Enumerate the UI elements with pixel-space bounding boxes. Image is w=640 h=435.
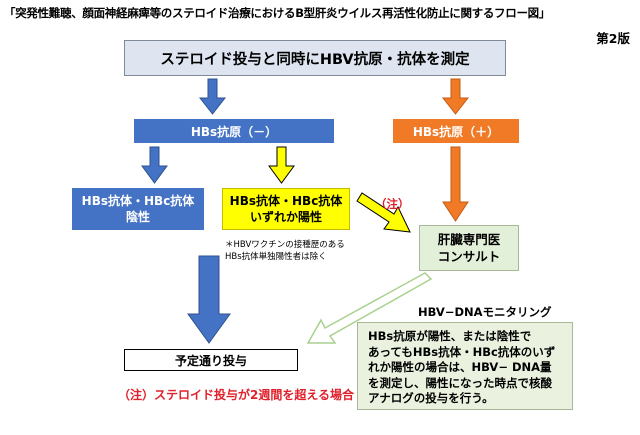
arrow-positive-antibody-to-consult bbox=[356, 192, 411, 233]
antibody-positive-line1: HBs抗体・HBc抗体 bbox=[229, 194, 343, 208]
hbs-antigen-negative-node: HBs抗原（－） bbox=[134, 119, 334, 143]
measure-hbv-node: ステロイド投与と同時にHBV抗原・抗体を測定 bbox=[124, 40, 506, 76]
antibody-negative-node: HBs抗体・HBc抗体 陰性 bbox=[72, 188, 204, 230]
arrow-to-negative-antibody bbox=[141, 146, 168, 184]
dna-monitoring-box: HBs抗原が陽性、または陰性で あってもHBs抗体・HBc抗体のいず れか陽性の… bbox=[357, 322, 573, 410]
note-tag: （注） bbox=[375, 197, 410, 211]
antibody-positive-node: HBs抗体・HBc抗体 いずれか陽性 bbox=[222, 188, 350, 230]
dna-line-3: れか陽性の場合は、HBV− DNA量 bbox=[368, 360, 552, 374]
page-title: 「突発性難聴、顔面神経麻痺等のステロイド治療におけるB型肝炎ウイルス再活性化防止… bbox=[4, 6, 551, 20]
consult-line2: コンサルト bbox=[437, 249, 501, 264]
dna-line-1: HBs抗原が陽性、または陰性で bbox=[368, 329, 532, 343]
vaccine-note-line2: HBs抗体単独陽性者は除く bbox=[225, 252, 327, 262]
scheduled-administration-node: 予定通り投与 bbox=[124, 349, 298, 371]
dna-line-4: を測定し、陽性になった時点で核酸 bbox=[368, 375, 552, 390]
consult-line1: 肝臓専門医 bbox=[437, 232, 501, 247]
dna-line-2: あってもHBs抗体・HBc抗体のいず bbox=[368, 344, 556, 359]
arrow-to-positive-antibody bbox=[268, 146, 295, 184]
vaccine-note: ＊HBVワクチンの接種歴のある HBs抗体単独陽性者は除く bbox=[225, 239, 345, 263]
vaccine-note-line1: ＊HBVワクチンの接種歴のある bbox=[225, 240, 345, 250]
arrow-top-to-hbs-positive bbox=[441, 78, 470, 115]
edition-label: 第2版 bbox=[596, 31, 630, 46]
hepatologist-consult-node: 肝臓専門医 コンサルト bbox=[419, 225, 519, 271]
dna-monitoring-label: HBV−DNAモニタリング bbox=[418, 305, 552, 319]
footnote: （注）ステロイド投与が2週間を超える場合 bbox=[118, 388, 354, 402]
arrow-top-to-hbs-negative bbox=[198, 78, 227, 115]
arrow-consult-to-schedule bbox=[306, 272, 433, 344]
arrow-negative-antibody-to-schedule bbox=[187, 255, 231, 344]
dna-line-5: アナログの投与を行う。 bbox=[368, 391, 494, 405]
antibody-positive-line2: いずれか陽性 bbox=[249, 210, 322, 224]
antibody-negative-line1: HBs抗体・HBc抗体 bbox=[81, 194, 195, 208]
antibody-negative-line2: 陰性 bbox=[125, 210, 150, 224]
hbs-antigen-positive-node: HBs抗原（＋） bbox=[393, 119, 519, 143]
arrow-hbs-positive-to-consult bbox=[442, 146, 469, 222]
